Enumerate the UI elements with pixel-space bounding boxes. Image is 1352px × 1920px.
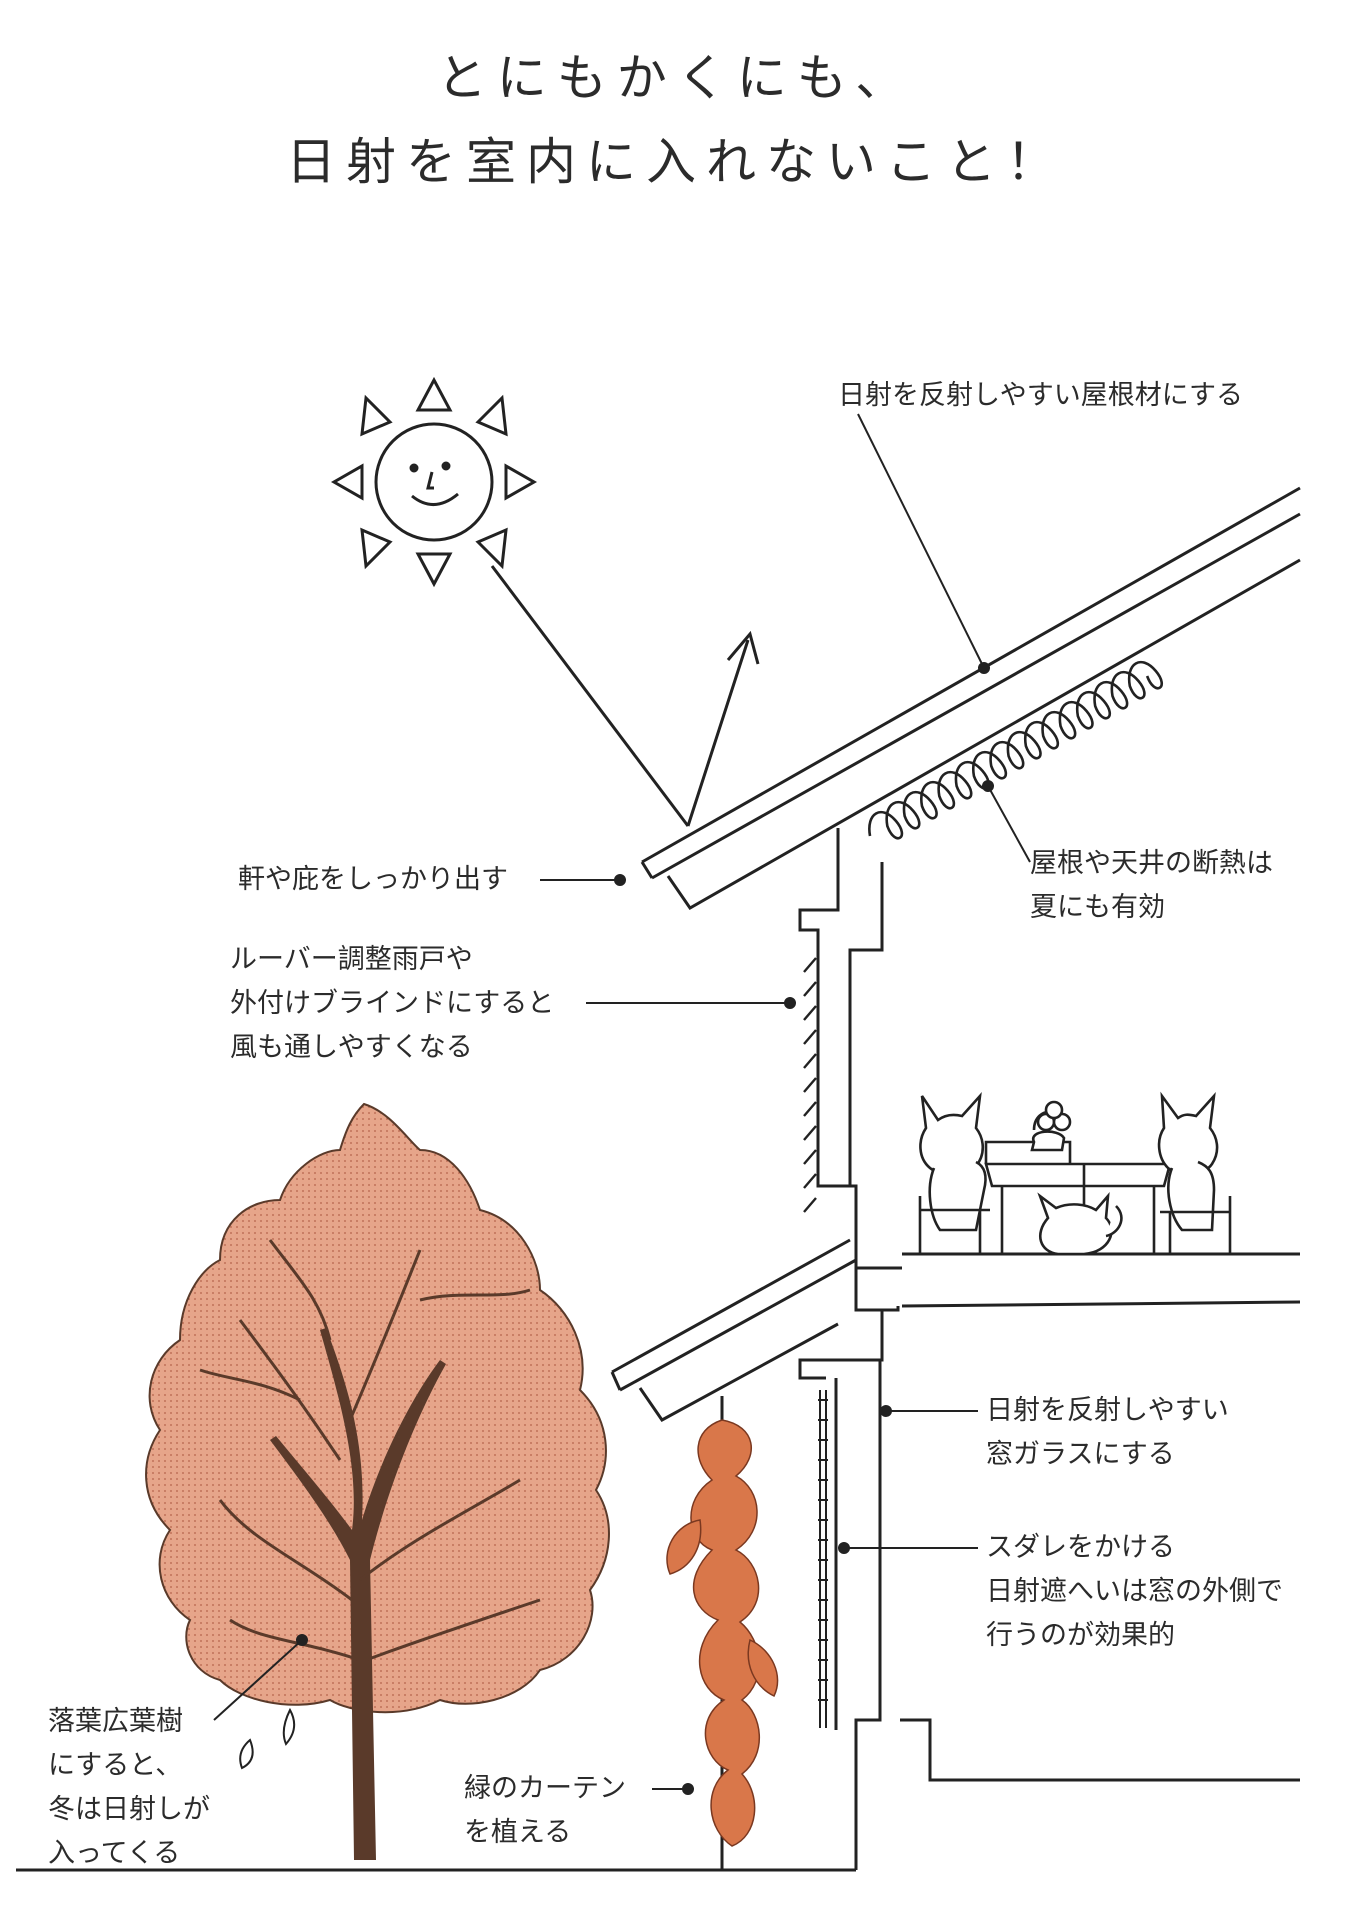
label-tree-line-4: 入ってくる	[48, 1838, 181, 1869]
reflection-arrow	[490, 565, 760, 827]
house-walls	[16, 828, 1301, 1872]
label-sudare-line-3: 行うのが効果的	[986, 1620, 1175, 1651]
sun-icon	[330, 376, 538, 588]
label-louver-line-3: 風も通しやすくなる	[230, 1032, 473, 1063]
upper-roof	[640, 486, 1301, 910]
label-green-curtain-line-2: を植える	[464, 1817, 572, 1848]
label-glass-line-1: 日射を反射しやすい	[986, 1395, 1229, 1426]
title-line-1: とにもかくにも、	[436, 49, 916, 107]
louver-shutter	[803, 957, 817, 1213]
cats-at-table	[918, 1091, 1232, 1256]
label-green-curtain: 緑のカーテン を植える	[464, 1767, 626, 1855]
title-line-2: 日射を室内に入れないこと！	[286, 133, 1066, 191]
label-louver-line-2: 外付けブラインドにすると	[230, 988, 555, 1019]
sudare-blind	[818, 1390, 828, 1728]
label-insulation: 屋根や天井の断熱は 夏にも有効	[1030, 842, 1273, 930]
label-tree-line-1: 落葉広葉樹	[48, 1706, 183, 1737]
label-insulation-line-1: 屋根や天井の断熱は	[1030, 848, 1273, 879]
label-glass-line-2: 窓ガラスにする	[986, 1439, 1175, 1470]
label-glass: 日射を反射しやすい 窓ガラスにする	[986, 1389, 1229, 1477]
label-tree-line-2: にすると、	[48, 1750, 183, 1781]
label-sudare: スダレをかける 日射遮へいは窓の外側で 行うのが効果的	[986, 1526, 1283, 1658]
insulation-coils	[868, 660, 1163, 840]
green-curtain-vine	[666, 1419, 779, 1847]
label-sudare-line-2: 日射遮へいは窓の外側で	[986, 1576, 1283, 1607]
label-eaves: 軒や庇をしっかり出す	[238, 864, 508, 895]
label-roof-material: 日射を反射しやすい屋根材にする	[838, 380, 1243, 411]
label-louver: ルーバー調整雨戸や 外付けブラインドにすると 風も通しやすくなる	[230, 938, 554, 1070]
label-green-curtain-line-1: 緑のカーテン	[464, 1773, 626, 1804]
label-tree-line-3: 冬は日射しが	[48, 1794, 210, 1825]
label-louver-line-1: ルーバー調整雨戸や	[230, 944, 473, 975]
label-tree: 落葉広葉樹 にすると、 冬は日射しが 入ってくる	[48, 1700, 210, 1876]
deciduous-tree	[145, 1102, 610, 1860]
label-sudare-line-1: スダレをかける	[986, 1532, 1175, 1563]
label-insulation-line-2: 夏にも有効	[1030, 892, 1165, 923]
leader-lines	[213, 413, 1031, 1795]
